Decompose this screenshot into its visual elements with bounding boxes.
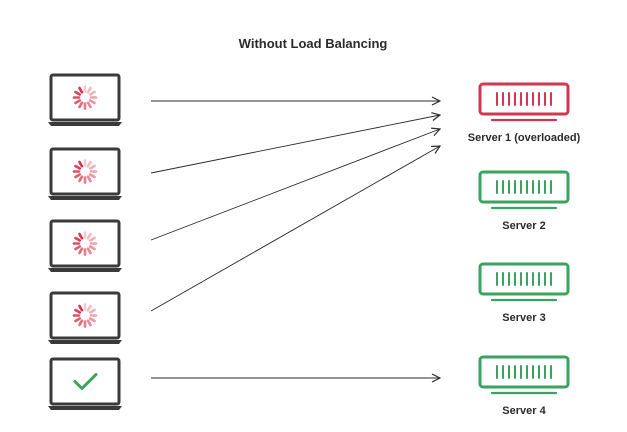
connection-arrow bbox=[150, 129, 440, 241]
check-icon bbox=[73, 373, 98, 390]
server-label: Server 1 (overloaded) bbox=[468, 132, 581, 144]
server-label: Server 2 bbox=[502, 220, 545, 232]
connection-arrow bbox=[150, 115, 440, 174]
laptop-base bbox=[48, 406, 122, 410]
client-laptop bbox=[48, 291, 122, 344]
connection-arrow bbox=[150, 146, 440, 312]
clients bbox=[48, 73, 122, 410]
laptop-screen bbox=[49, 357, 121, 406]
client-laptop bbox=[48, 73, 122, 126]
client-laptop bbox=[48, 219, 122, 272]
server-rack-icon bbox=[496, 180, 552, 194]
server: Server 4 bbox=[478, 355, 570, 417]
connections bbox=[150, 101, 440, 378]
server-label: Server 3 bbox=[502, 312, 545, 324]
laptop-screen bbox=[49, 219, 121, 268]
spinner-icon bbox=[72, 159, 98, 184]
spinner-icon bbox=[72, 231, 98, 256]
servers: Server 1 (overloaded) Server 2 Server 3 Ser… bbox=[468, 82, 581, 417]
laptop-base bbox=[48, 340, 122, 344]
server-body bbox=[478, 170, 570, 204]
server: Server 3 bbox=[478, 262, 570, 324]
server-body bbox=[478, 355, 570, 389]
server: Server 1 (overloaded) bbox=[468, 82, 581, 144]
laptop-base bbox=[48, 196, 122, 200]
server-body bbox=[478, 82, 570, 116]
server: Server 2 bbox=[478, 170, 570, 232]
diagram-title: Without Load Balancing bbox=[239, 36, 388, 51]
spinner-icon bbox=[72, 85, 98, 110]
laptop-screen bbox=[49, 147, 121, 196]
laptop-base bbox=[48, 268, 122, 272]
client-laptop bbox=[48, 147, 122, 200]
spinner-icon bbox=[72, 303, 98, 328]
server-rack-icon bbox=[496, 272, 552, 286]
server-body bbox=[478, 262, 570, 296]
server-rack-icon bbox=[496, 92, 552, 106]
client-laptop bbox=[48, 357, 122, 410]
laptop-screen bbox=[49, 291, 121, 340]
server-rack-icon bbox=[496, 365, 552, 379]
laptop-screen bbox=[49, 73, 121, 122]
server-label: Server 4 bbox=[502, 405, 546, 417]
laptop-base bbox=[48, 122, 122, 126]
